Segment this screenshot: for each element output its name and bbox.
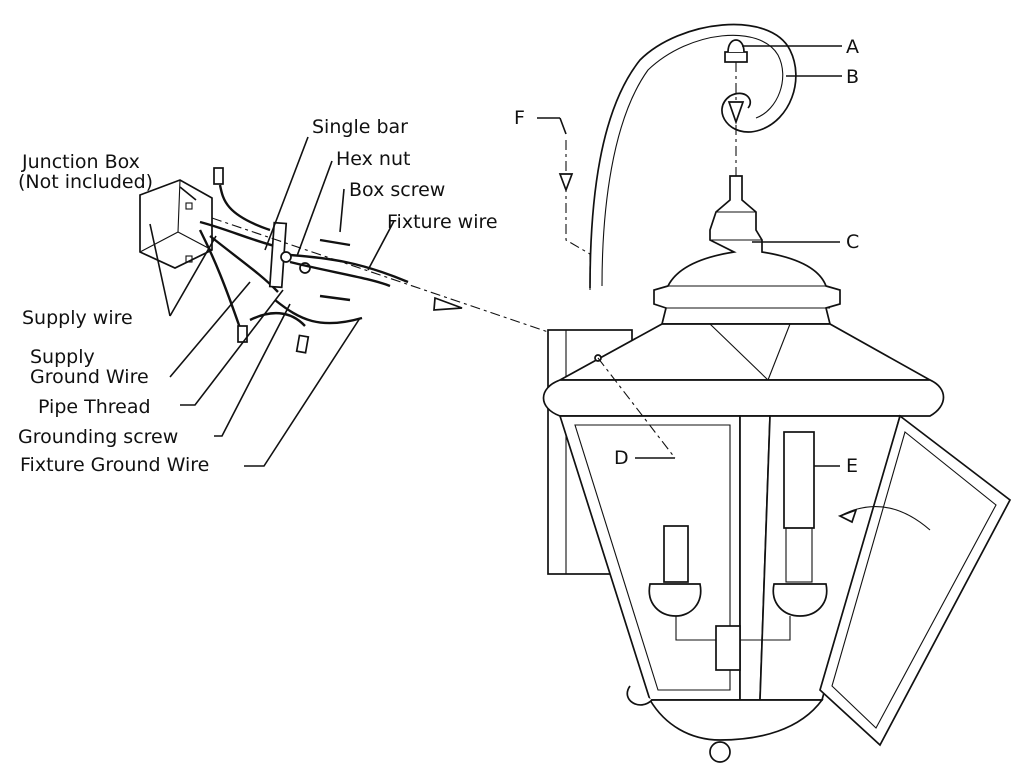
fixture-ground-wire-label: Fixture Ground Wire: [20, 454, 210, 476]
supply-wires-drawing: [198, 167, 283, 343]
fixture-wires-drawing: [249, 253, 409, 354]
part-b-label: B: [846, 66, 860, 88]
pipe-thread-label: Pipe Thread: [38, 396, 151, 418]
fixture-wire-label: Fixture wire: [387, 211, 498, 233]
right-leader-lines: [537, 45, 842, 467]
part-c-label: C: [846, 231, 860, 253]
lantern-body-drawing: [542, 175, 1012, 763]
part-e-label: E: [846, 455, 859, 477]
left-leader-lines: [149, 136, 395, 467]
box-screw-label: Box screw: [349, 179, 446, 201]
ground-wire-label: Ground Wire: [30, 366, 149, 388]
part-f-label: F: [514, 107, 525, 129]
junction-box-label: Junction Box: [22, 151, 140, 173]
screws-drawing: [319, 238, 351, 302]
grounding-screw-label: Grounding screw: [18, 426, 179, 448]
part-d-label: D: [614, 447, 629, 469]
supply-wire-label: Supply wire: [22, 307, 133, 329]
junction-box-drawing: [139, 179, 213, 269]
single-bar-label: Single bar: [312, 116, 408, 138]
scroll-arm-drawing: [558, 23, 797, 290]
hex-nut-label: Hex nut: [336, 148, 411, 170]
not-included-label: (Not included): [18, 171, 154, 193]
part-a-label: A: [846, 36, 859, 58]
supply-label: Supply: [30, 346, 95, 368]
